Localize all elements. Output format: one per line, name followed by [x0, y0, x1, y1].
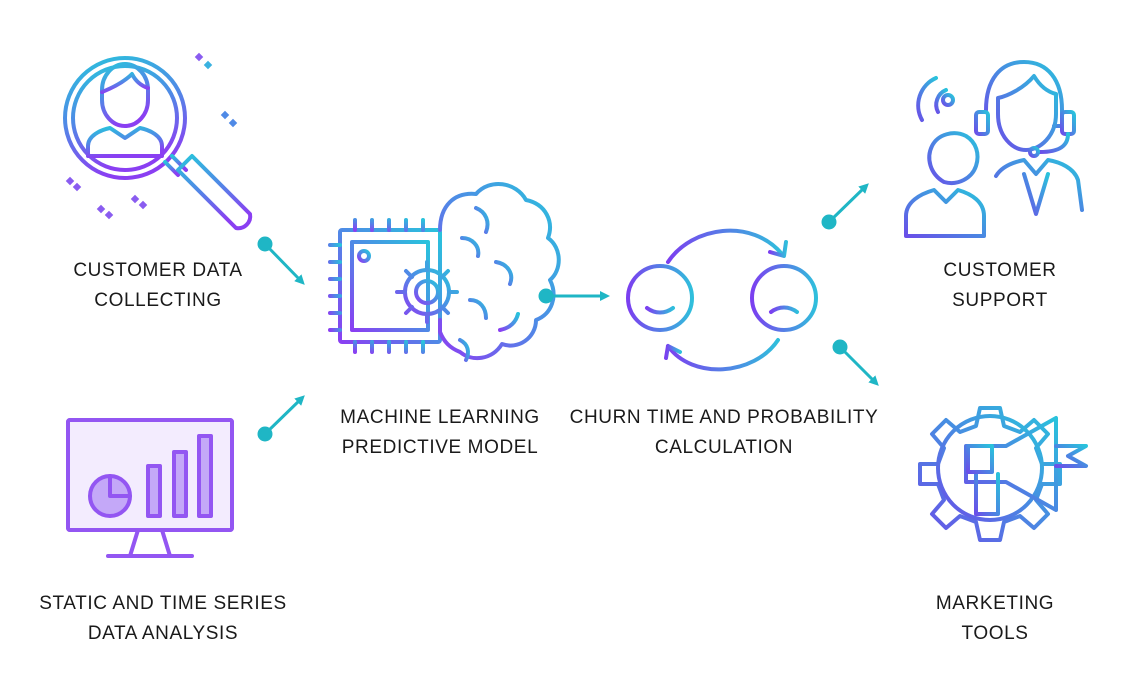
arrow-model-to-churn	[538, 288, 610, 304]
connector-arrows	[257, 183, 879, 442]
customer-search-icon	[63, 56, 253, 231]
label-line: CUSTOMER DATA	[73, 260, 243, 281]
label-ml-model: MACHINE LEARNING PREDICTIVE MODEL	[320, 403, 560, 463]
label-line: COLLECTING	[94, 290, 222, 311]
arrow-analysis-to-model	[257, 395, 305, 442]
label-line: MACHINE LEARNING	[340, 407, 540, 428]
label-line: DATA ANALYSIS	[87, 623, 239, 644]
label-customer-data: CUSTOMER DATA COLLECTING	[40, 256, 276, 316]
arrow-churn-to-support	[821, 183, 869, 230]
brain-chip-icon	[328, 181, 561, 362]
label-marketing-tools: MARKETING TOOLS	[905, 589, 1085, 649]
support-agents-icon	[904, 60, 1084, 238]
label-customer-support: CUSTOMER SUPPORT	[910, 256, 1090, 316]
label-line: SUPPORT	[952, 290, 1048, 311]
label-line: MARKETING	[935, 593, 1055, 614]
label-line: TOOLS	[961, 623, 1029, 644]
label-line: STATIC AND TIME SERIES	[39, 593, 287, 614]
label-churn-calc: CHURN TIME AND PROBABILITY CALCULATION	[560, 403, 888, 463]
sparkle-icon	[65, 52, 238, 220]
label-static-analysis: STATIC AND TIME SERIES DATA ANALYSIS	[28, 589, 298, 649]
megaphone-gear-icon	[918, 406, 1088, 542]
mood-cycle-icon	[626, 228, 818, 372]
label-line: CALCULATION	[654, 437, 794, 458]
label-line: CHURN TIME AND PROBABILITY	[569, 407, 879, 428]
arrow-churn-to-marketing	[832, 339, 879, 386]
label-line: CUSTOMER	[943, 260, 1057, 281]
monitor-chart-icon	[66, 418, 234, 558]
arrow-customer-to-model	[257, 236, 305, 285]
label-line: PREDICTIVE MODEL	[341, 437, 539, 458]
